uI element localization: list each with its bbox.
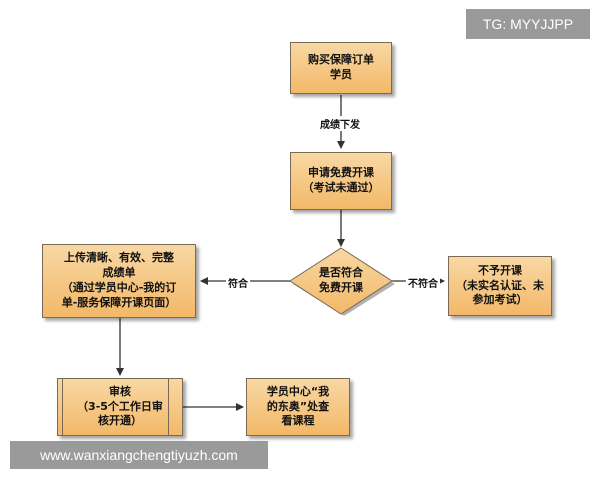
node-upload: 上传清晰、有效、完整 成绩单 （通过学员中心-我的订 单-服务保障开课页面）	[42, 244, 196, 318]
decision-diamond-shape	[289, 247, 393, 315]
node-buyer: 购买保障订单 学员	[290, 42, 392, 94]
node-view-course: 学员中心“我 的东奥”处查 看课程	[246, 378, 350, 436]
tg-watermark: TG: MYYJJPP	[466, 9, 590, 39]
node-apply: 申请免费开课 （考试未通过）	[290, 152, 392, 210]
label-meets: 符合	[226, 275, 250, 290]
label-not-meets: 不符合	[406, 275, 440, 290]
node-decision: 是否符合 免费开课	[319, 266, 363, 294]
label-grades-issued: 成绩下发	[318, 116, 362, 131]
node-no-class: 不予开课 （未实名认证、未 参加考试）	[448, 256, 552, 316]
node-review: 审核 （3-5个工作日审 核开通）	[57, 378, 183, 436]
site-watermark: www.wanxiangchengtiyuzh.com	[10, 441, 268, 469]
